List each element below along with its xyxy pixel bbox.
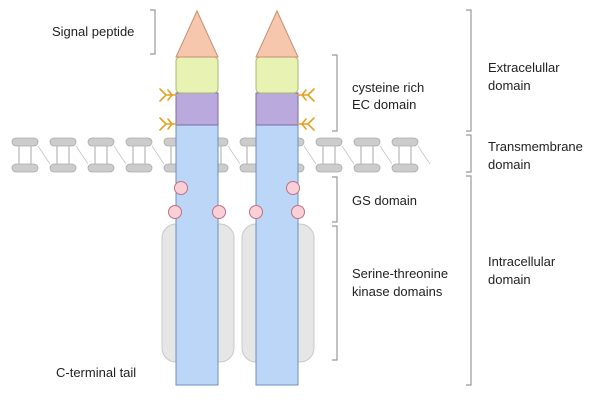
lipid-pair <box>11 137 51 173</box>
label-gs-domain: GS domain <box>352 193 417 208</box>
label-cysteine-line2: EC domain <box>352 97 416 112</box>
label-transmembrane-line2: domain <box>488 157 531 172</box>
label-kinase-line2: kinase domains <box>352 284 443 299</box>
receptor-body <box>255 124 299 386</box>
lipid-pair <box>353 137 393 173</box>
lipid-pair <box>315 137 355 173</box>
bracket-signal-peptide <box>150 9 156 55</box>
phospho-site <box>249 205 263 219</box>
signal-peptide-cone <box>255 9 299 58</box>
lipid-bilayer <box>11 137 431 173</box>
label-transmembrane-line1: Transmembrane <box>488 139 583 154</box>
cysteine-rich-region <box>175 92 219 126</box>
glycan-icon <box>297 88 315 102</box>
extracellular-region <box>255 56 299 94</box>
bracket-intracellular <box>466 175 472 386</box>
receptor-body <box>175 124 219 386</box>
brackets <box>150 9 472 386</box>
phospho-site <box>286 181 300 195</box>
glycan-icon <box>159 88 177 102</box>
bracket-cysteine <box>332 54 338 132</box>
lipid-pair <box>87 137 127 173</box>
bracket-transmembrane <box>466 134 472 173</box>
lipid-pair <box>391 137 431 173</box>
label-c-terminal: C-terminal tail <box>56 365 136 380</box>
cysteine-rich-region <box>255 92 299 126</box>
glycan-icon <box>297 117 315 131</box>
label-extracellular-line2: domain <box>488 78 531 93</box>
lipid-pair <box>49 137 89 173</box>
label-signal-peptide: Signal peptide <box>52 24 134 39</box>
receptor-monomer-left <box>175 9 219 386</box>
label-extracellular-line1: Extracelullar <box>488 60 560 75</box>
bracket-gs <box>332 176 338 223</box>
label-intracellular-line1: Intracellular <box>488 254 556 269</box>
label-cysteine-line1: cysteine rich <box>352 80 424 95</box>
receptor-monomer-right <box>255 9 299 386</box>
phospho-site <box>212 205 226 219</box>
phospho-site <box>291 205 305 219</box>
bracket-extracellular <box>466 9 472 132</box>
glycan-icon <box>159 117 177 131</box>
extracellular-region <box>175 56 219 94</box>
signal-peptide-cone <box>175 9 219 58</box>
label-intracellular-line2: domain <box>488 272 531 287</box>
phospho-site <box>174 181 188 195</box>
bracket-kinase <box>332 225 338 361</box>
lipid-pair <box>125 137 165 173</box>
phospho-site <box>168 205 182 219</box>
label-kinase-line1: Serine-threonine <box>352 266 448 281</box>
